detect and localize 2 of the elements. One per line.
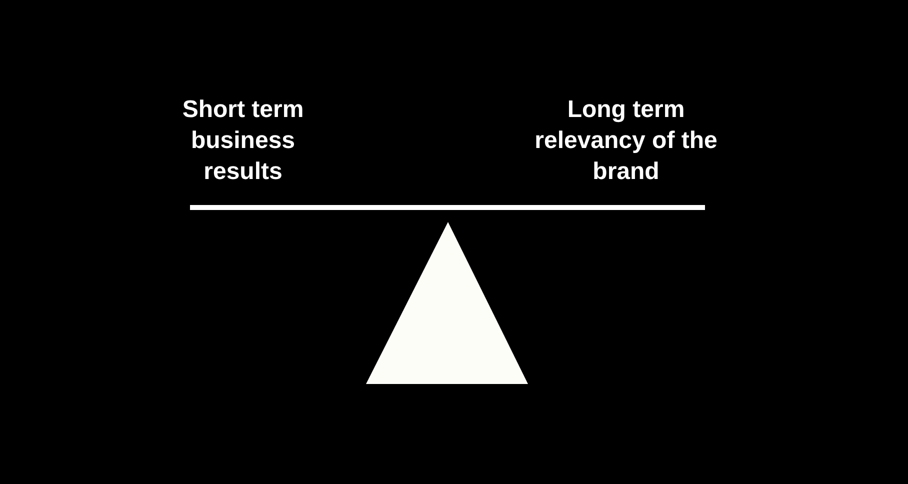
side-label: Short term business results bbox=[181, 95, 305, 187]
side-label: Long term relevancy of the brand bbox=[534, 95, 718, 187]
